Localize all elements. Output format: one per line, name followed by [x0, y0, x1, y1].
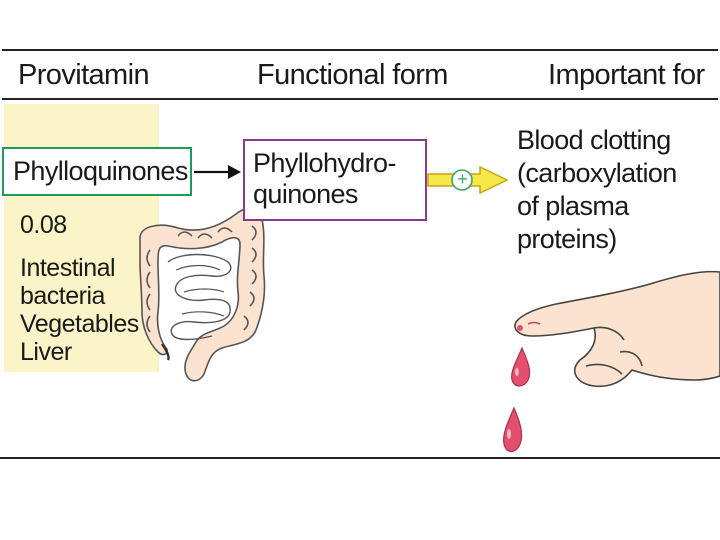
- blood-drop-icon: [503, 346, 531, 453]
- intestine-illustration: [139, 207, 266, 382]
- conversion-arrow: [194, 165, 241, 179]
- activation-plus-icon: +: [457, 169, 468, 189]
- header-provitamin: Provitamin: [18, 59, 150, 91]
- functional-form-line2: quinones: [253, 179, 358, 209]
- bottom-divider: [0, 457, 720, 459]
- header-important-for: Important for: [548, 59, 705, 91]
- source-item: bacteria: [20, 282, 105, 310]
- importance-line: (carboxylation: [517, 158, 677, 188]
- source-item: Intestinal: [20, 254, 116, 282]
- table-header: Provitamin Functional form Important for: [2, 49, 718, 100]
- activation-arrow: [427, 165, 509, 195]
- provitamin-name: Phylloquinones: [13, 156, 188, 186]
- provitamin-amount: 0.08: [20, 211, 67, 239]
- importance-line: of plasma: [517, 191, 629, 221]
- header-functional-form: Functional form: [257, 59, 448, 91]
- importance-text: Blood clotting (carboxylation of plasma …: [517, 124, 677, 256]
- provitamin-box: Phylloquinones: [2, 147, 192, 196]
- importance-line: Blood clotting: [517, 125, 671, 155]
- functional-form-box: Phyllohydro- quinones: [243, 139, 427, 221]
- source-item: Liver: [20, 338, 72, 366]
- functional-form-line1: Phyllohydro-: [253, 148, 396, 178]
- hand-illustration: [514, 270, 720, 388]
- importance-line: proteins): [517, 224, 617, 254]
- source-item: Vegetables: [20, 310, 139, 338]
